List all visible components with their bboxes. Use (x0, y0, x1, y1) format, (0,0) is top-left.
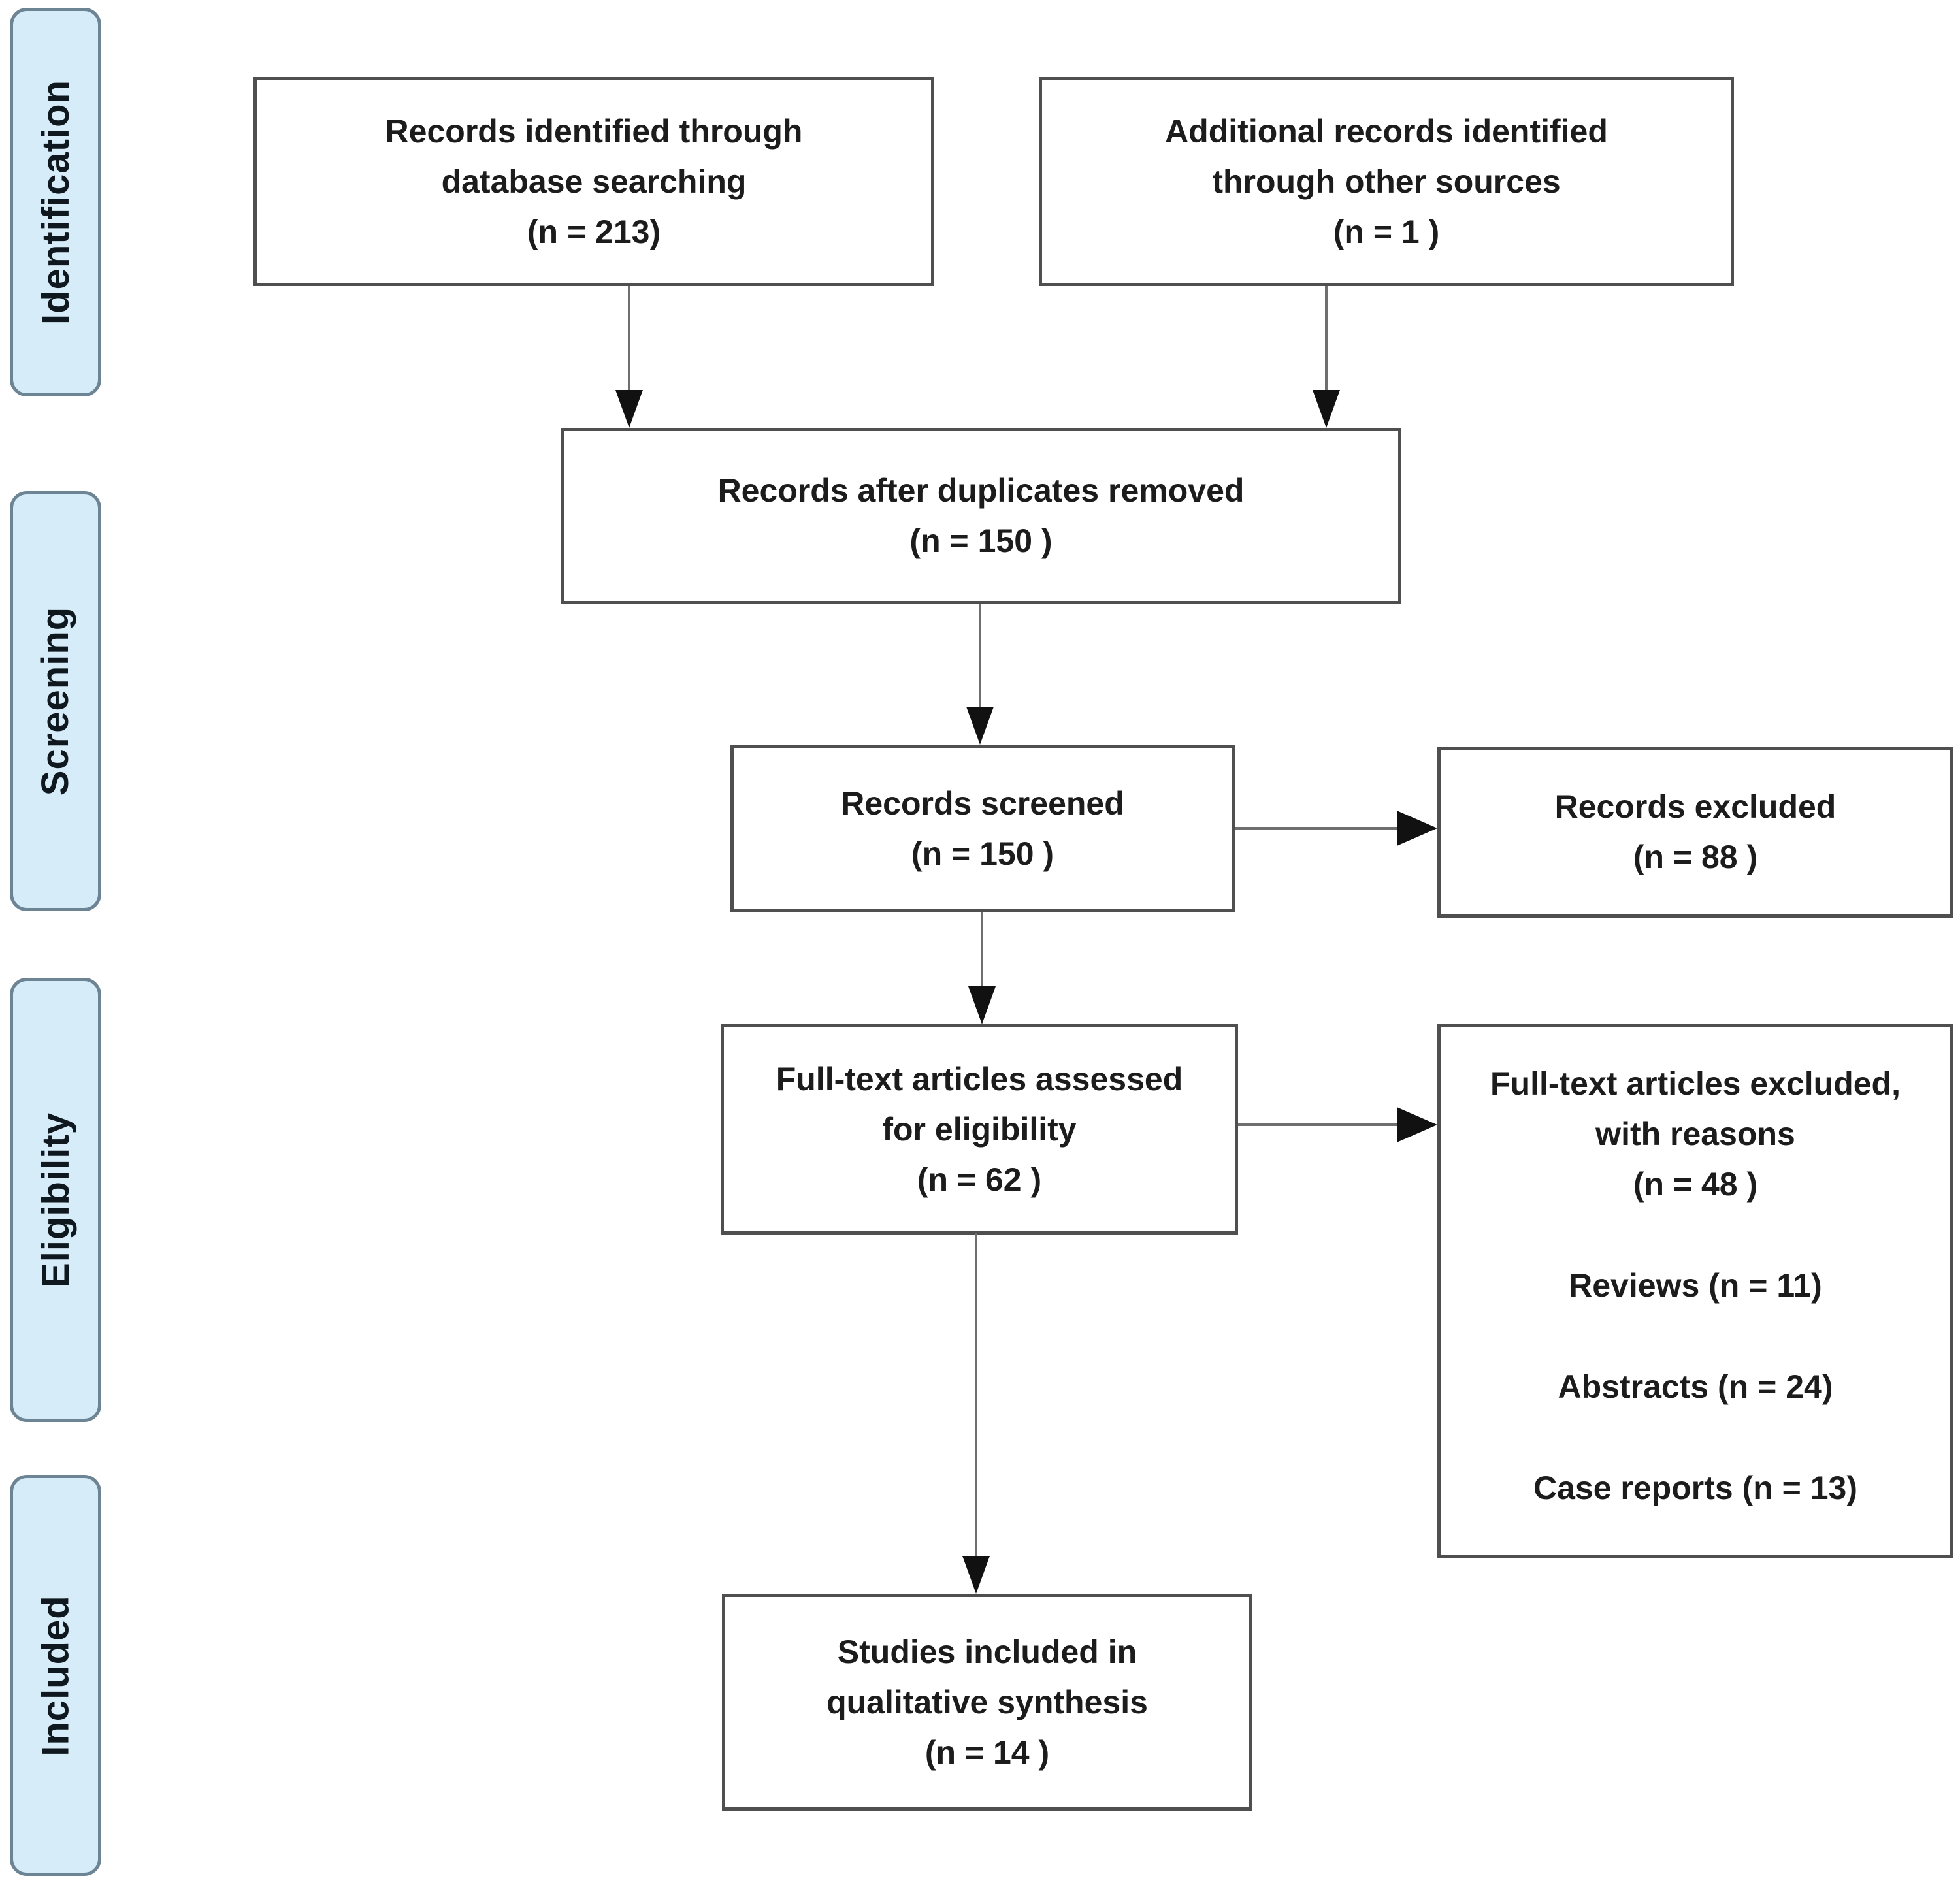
arrow-line (981, 912, 983, 986)
box-additional-records: Additional records identified through ot… (1039, 77, 1734, 286)
stage-included-label: Included (34, 1594, 77, 1756)
exclusion-reason-abstracts: Abstracts (n = 24) (1558, 1368, 1833, 1405)
stage-eligibility-label: Eligibility (34, 1112, 77, 1288)
box-studies-included-text: Studies included in qualitative synthesi… (826, 1633, 1148, 1771)
box-fulltext-excluded-heading: Full-text articles excluded, with reason… (1490, 1065, 1901, 1203)
arrow-right-icon (1397, 1107, 1437, 1142)
stage-screening: Screening (10, 491, 101, 911)
box-records-identified-text: Records identified through database sear… (385, 112, 803, 250)
box-records-screened: Records screened (n = 150 ) (730, 745, 1235, 912)
stage-included: Included (10, 1475, 101, 1876)
box-records-excluded-text: Records excluded (n = 88 ) (1554, 788, 1837, 875)
box-records-identified: Records identified through database sear… (253, 77, 934, 286)
stage-eligibility: Eligibility (10, 978, 101, 1422)
arrow-line (628, 286, 630, 390)
box-duplicates-removed-text: Records after duplicates removed (n = 15… (717, 472, 1245, 559)
arrow-down-icon (1313, 390, 1340, 428)
arrow-line (1235, 827, 1397, 830)
box-duplicates-removed: Records after duplicates removed (n = 15… (561, 428, 1401, 604)
arrow-line (1238, 1123, 1397, 1126)
stage-screening-label: Screening (34, 606, 77, 796)
box-fulltext-assessed: Full-text articles assessed for eligibil… (721, 1024, 1238, 1235)
arrow-line (975, 1233, 977, 1556)
arrow-right-icon (1397, 811, 1437, 846)
box-fulltext-excluded: Full-text articles excluded, with reason… (1437, 1024, 1953, 1558)
box-studies-included: Studies included in qualitative synthesi… (722, 1594, 1252, 1811)
stage-identification: Identification (10, 8, 101, 396)
arrow-down-icon (968, 986, 996, 1024)
stage-identification-label: Identification (34, 80, 77, 325)
box-records-excluded: Records excluded (n = 88 ) (1437, 747, 1953, 918)
arrow-down-icon (966, 707, 994, 745)
arrow-down-icon (615, 390, 643, 428)
exclusion-reason-case-reports: Case reports (n = 13) (1533, 1470, 1858, 1506)
arrow-line (1325, 286, 1328, 390)
box-fulltext-assessed-text: Full-text articles assessed for eligibil… (776, 1060, 1183, 1198)
box-additional-records-text: Additional records identified through ot… (1165, 112, 1608, 250)
arrow-down-icon (962, 1556, 990, 1594)
box-records-screened-text: Records screened (n = 150 ) (841, 784, 1124, 872)
arrow-line (979, 604, 981, 707)
exclusion-reason-reviews: Reviews (n = 11) (1569, 1267, 1822, 1304)
